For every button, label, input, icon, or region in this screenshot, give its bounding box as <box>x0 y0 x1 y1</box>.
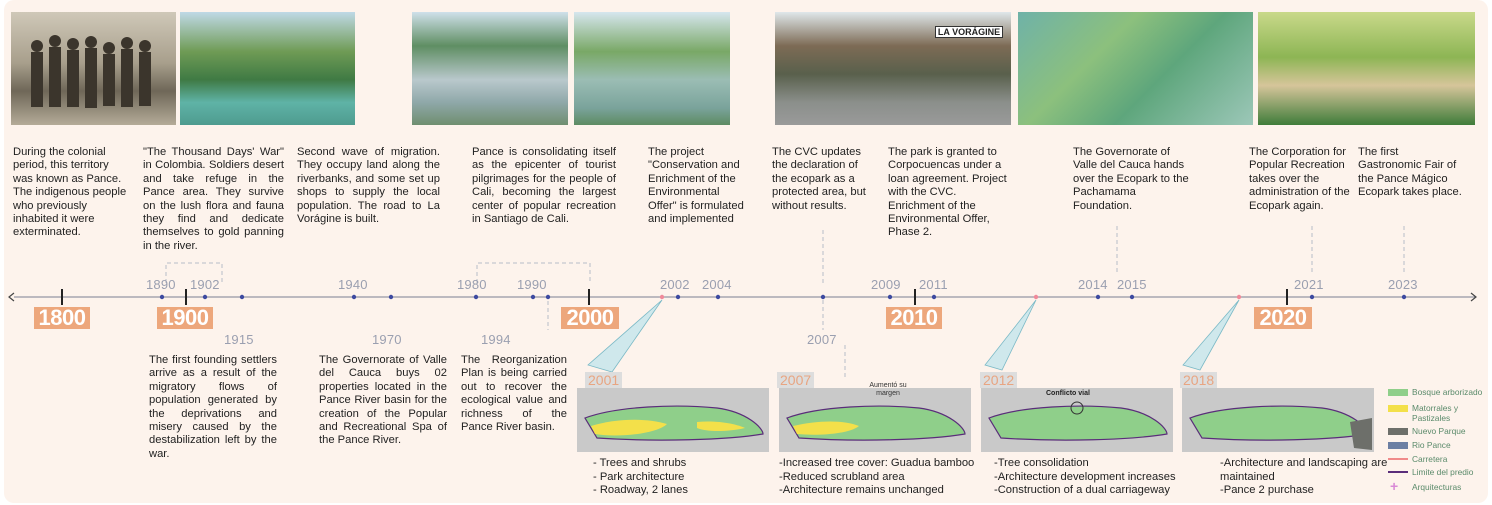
legend-swatch-river <box>1388 442 1408 449</box>
century-2000-badge: 2000 <box>561 307 619 329</box>
list-item: -Pance 2 purchase <box>1220 484 1390 498</box>
map-2018-drawing <box>1182 388 1374 452</box>
map-2001-drawing <box>577 388 769 452</box>
year-2004: 2004 <box>702 277 732 292</box>
century-1900-badge: 1900 <box>157 307 213 329</box>
legend-plus-icon: + <box>1390 478 1398 494</box>
map-annotation-2012: Conflicto vial <box>1046 390 1090 397</box>
century-1800-badge: 1800 <box>34 307 90 329</box>
map-year-2001: 2001 <box>585 372 622 388</box>
year-1940: 1940 <box>338 277 368 292</box>
legend-label-boundary: Limite del predio <box>1412 467 1473 477</box>
land-use-map-2018 <box>1182 388 1374 452</box>
map-notes-2007: -Increased tree cover: Guadua bamboo -Re… <box>779 457 979 498</box>
century-2020-badge: 2020 <box>1254 307 1312 329</box>
year-1994: 1994 <box>481 332 511 347</box>
century-2010-badge: 2010 <box>886 307 942 329</box>
land-use-map-2012 <box>981 388 1173 452</box>
map-year-2007: 2007 <box>777 372 814 388</box>
legend-label-new-park: Nuevo Parque <box>1412 426 1466 436</box>
legend-swatch-scrubland <box>1388 405 1408 412</box>
legend-swatch-new-park <box>1388 428 1408 435</box>
map-year-2012: 2012 <box>980 372 1017 388</box>
list-item: - Park architecture <box>593 471 773 485</box>
list-item: -Architecture remains unchanged <box>779 484 979 498</box>
year-2009: 2009 <box>871 277 901 292</box>
year-2015: 2015 <box>1117 277 1147 292</box>
year-2002: 2002 <box>660 277 690 292</box>
event-founding-settlers: The first founding settlers arrive as a … <box>149 354 277 461</box>
year-2014: 2014 <box>1078 277 1108 292</box>
year-1970: 1970 <box>372 332 402 347</box>
legend-label-architecture: Arquitecturas <box>1412 482 1461 492</box>
legend-swatch-forest <box>1388 389 1408 396</box>
legend-swatch-boundary <box>1388 471 1408 473</box>
event-governorate-buys: The Governorate of Valle del Cauca buys … <box>319 354 447 448</box>
legend-label-river: Rio Pance <box>1412 440 1451 450</box>
legend-label-scrubland: Matorrales y Pastizales <box>1412 403 1472 423</box>
year-2007: 2007 <box>807 332 837 347</box>
list-item: - Trees and shrubs <box>593 457 773 471</box>
list-item: - Roadway, 2 lanes <box>593 484 773 498</box>
list-item: -Architecture and landscaping are mainta… <box>1220 457 1390 484</box>
list-item: -Tree consolidation <box>994 457 1194 471</box>
list-item: -Architecture development increases <box>994 471 1194 485</box>
legend-label-forest: Bosque arborizado <box>1412 387 1482 397</box>
list-item: -Reduced scrubland area <box>779 471 979 485</box>
year-1915: 1915 <box>224 332 254 347</box>
year-1990: 1990 <box>517 277 547 292</box>
year-1902: 1902 <box>190 277 220 292</box>
list-item: -Construction of a dual carriageway <box>994 484 1194 498</box>
map-notes-2012: -Tree consolidation -Architecture develo… <box>994 457 1194 498</box>
year-2021: 2021 <box>1294 277 1324 292</box>
year-1980: 1980 <box>457 277 487 292</box>
legend-label-road: Carretera <box>1412 454 1447 464</box>
year-2011: 2011 <box>919 277 948 292</box>
land-use-map-2001 <box>577 388 769 452</box>
event-reorganization-plan: The Reorganization Plan is being carried… <box>461 354 567 434</box>
list-item: -Increased tree cover: Guadua bamboo <box>779 457 979 471</box>
map-notes-2001: - Trees and shrubs - Park architecture -… <box>593 457 773 498</box>
year-1890: 1890 <box>146 277 176 292</box>
year-2023: 2023 <box>1388 277 1418 292</box>
map-notes-2018: -Architecture and landscaping are mainta… <box>1220 457 1390 498</box>
map-annotation-2007: Aumentó su margen <box>864 382 912 398</box>
map-year-2018: 2018 <box>1180 372 1217 388</box>
map-2012-drawing <box>981 388 1173 452</box>
legend-swatch-road <box>1388 458 1408 460</box>
